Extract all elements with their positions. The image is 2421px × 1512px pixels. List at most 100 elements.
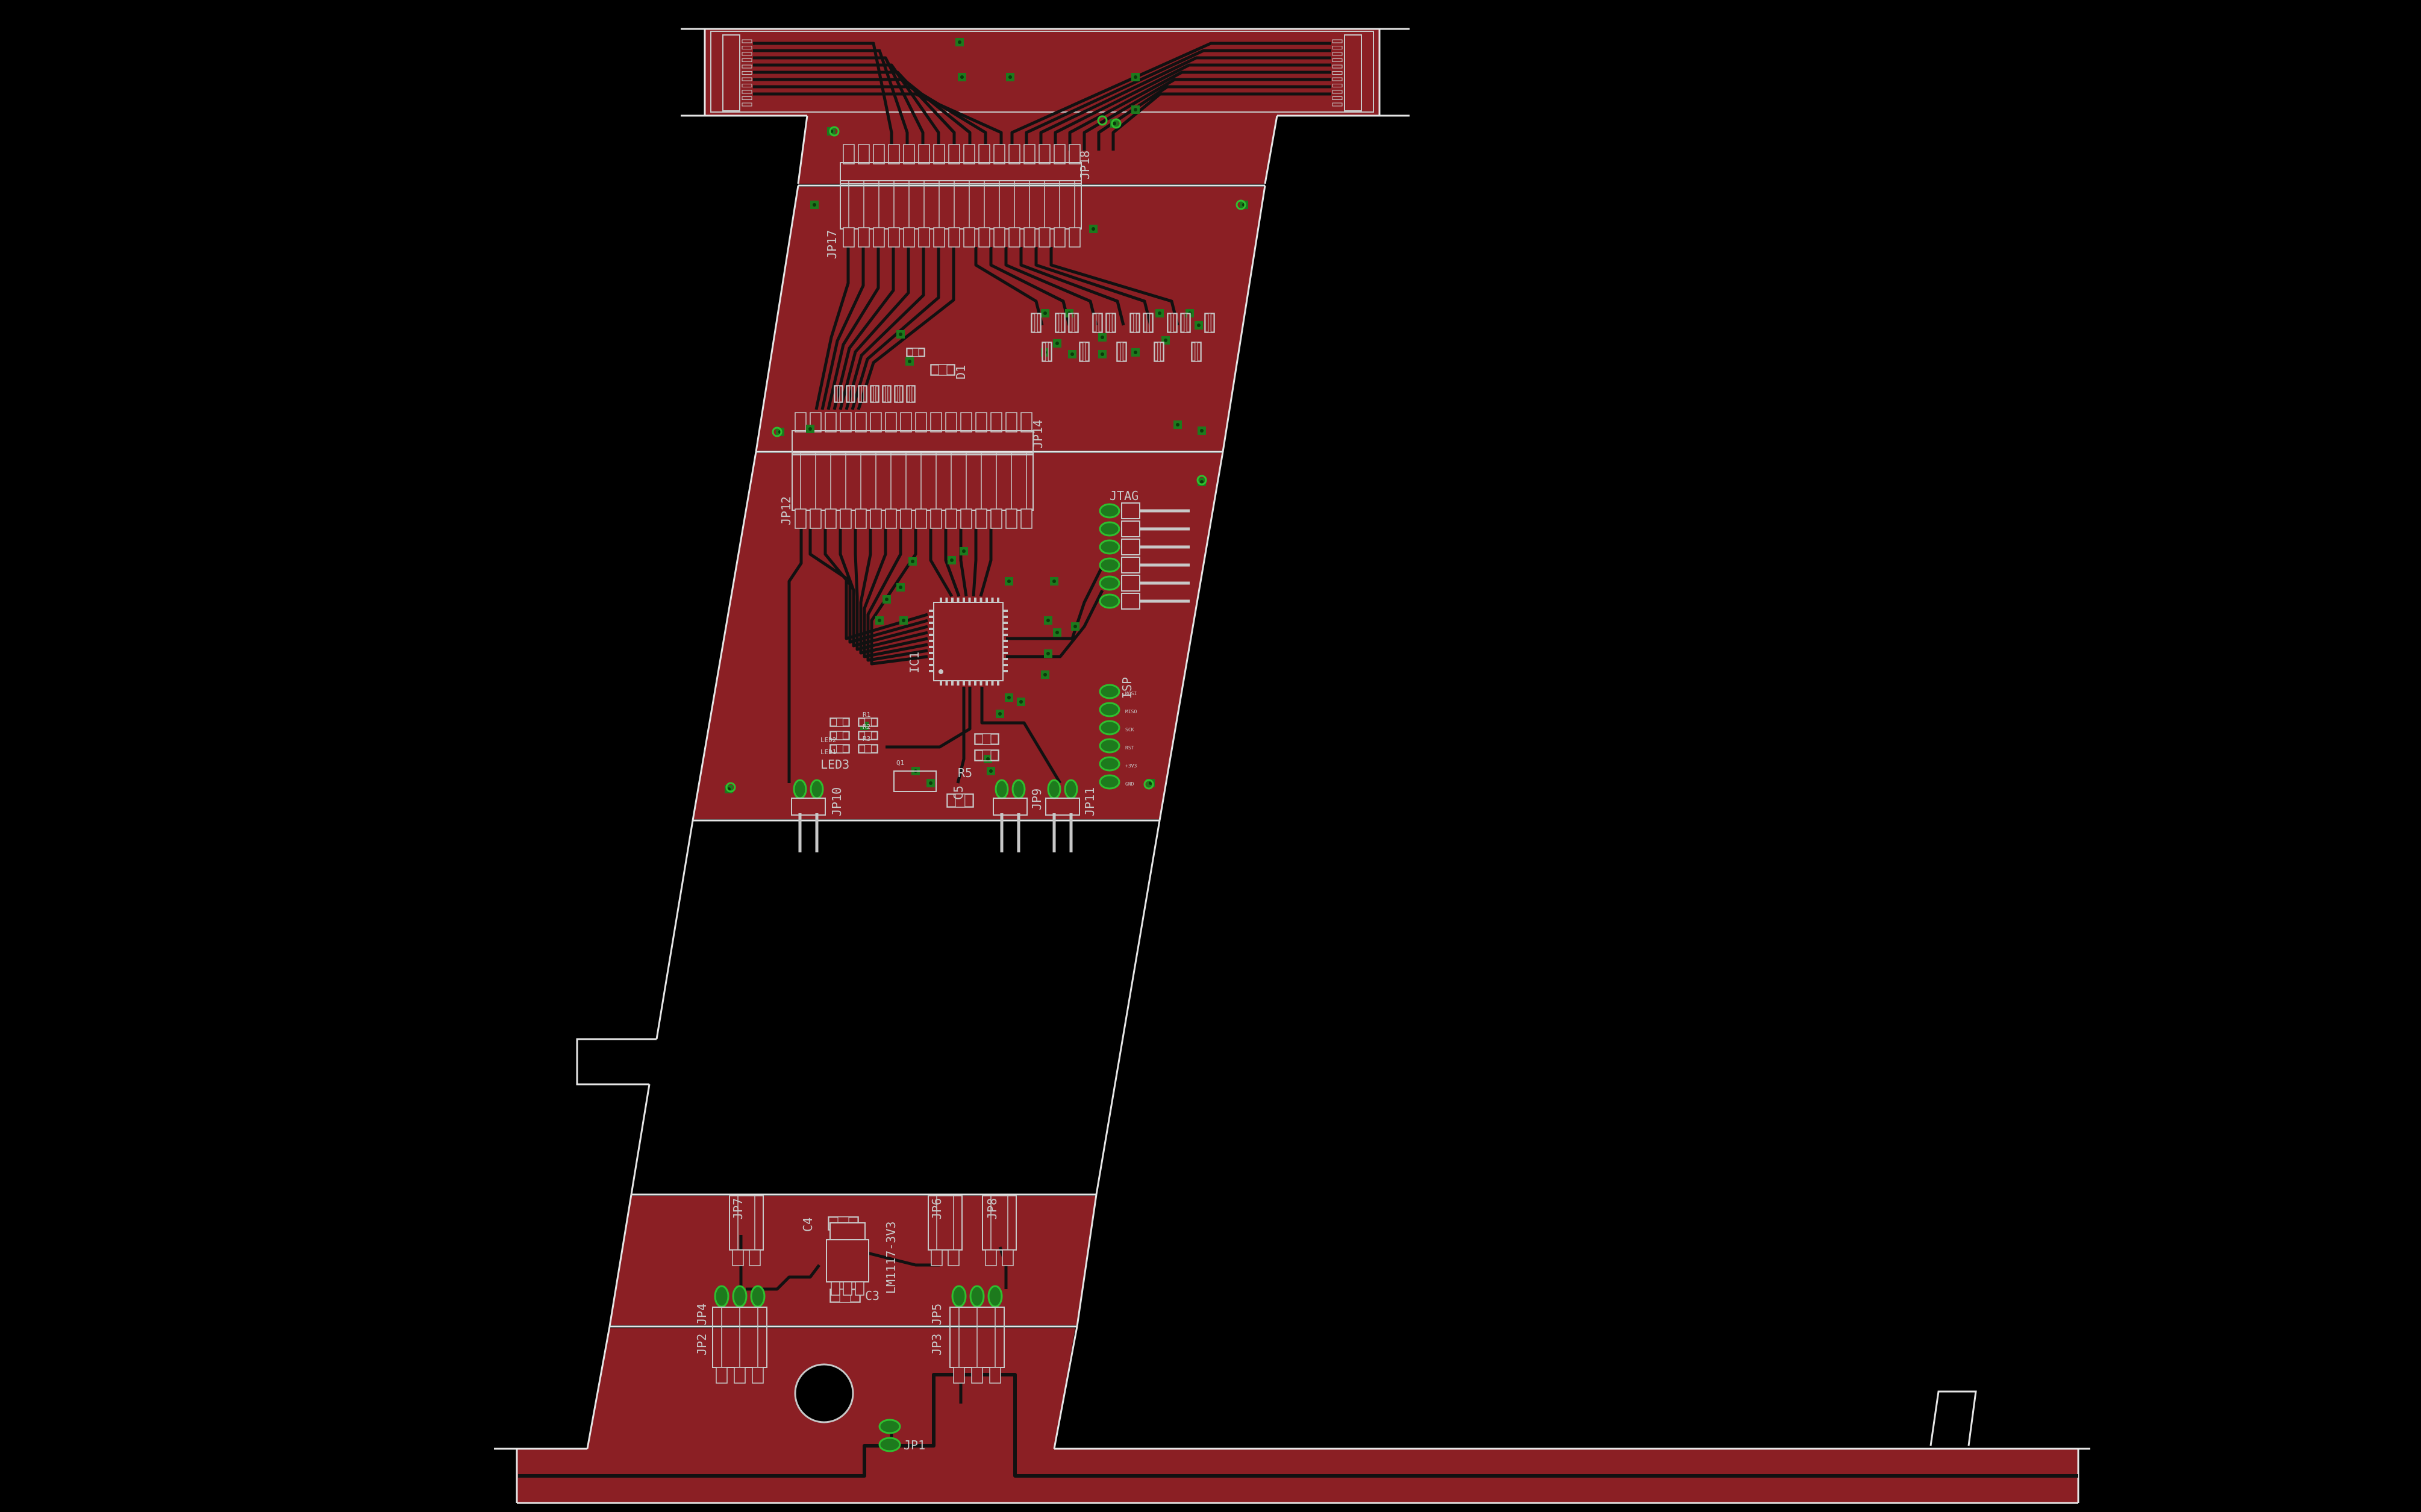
label-jp10: JP10: [829, 787, 844, 816]
header-pad: [933, 227, 945, 248]
smd-pad: [907, 348, 913, 357]
label-isp: ISP: [1120, 677, 1134, 699]
label-r2: R2: [863, 723, 870, 731]
ic1-pin: [929, 622, 934, 624]
via-hole: [929, 781, 932, 785]
ic1-pin: [991, 681, 994, 686]
outline-line: [1264, 115, 1278, 184]
smd-pad: [870, 386, 874, 402]
outline-line: [755, 185, 799, 452]
ic1-pin: [1003, 610, 1008, 612]
via-hole: [1197, 323, 1201, 327]
regulator-pad: [843, 1281, 852, 1296]
smd-pad: [1149, 313, 1153, 333]
headers: [712, 144, 1190, 1452]
smd-pad: [870, 718, 878, 726]
smd-outline: [1105, 313, 1116, 333]
smd-pad: [1042, 342, 1046, 361]
header-pad: [990, 412, 1002, 433]
smd-pad: [1037, 313, 1041, 333]
isp-pad: [1099, 774, 1120, 790]
ic1-pin: [957, 681, 960, 686]
label-c3: C3: [865, 1289, 879, 1303]
header-pad: [840, 508, 852, 529]
smd-pad: [1079, 342, 1084, 361]
outline-line: [1076, 1194, 1098, 1327]
ffc-pad: [742, 71, 752, 75]
header-pad: [930, 508, 942, 529]
ic1-pin: [997, 681, 999, 686]
header-pad: [953, 1367, 965, 1384]
smd-outline: [1079, 342, 1090, 362]
header-body: [792, 452, 1034, 511]
header-pad: [1002, 1249, 1014, 1266]
via-hole: [813, 203, 816, 207]
label-led1: LED1: [820, 748, 837, 756]
smd-pad: [870, 731, 878, 740]
smd-outline: [1042, 342, 1052, 362]
smd-outline: [882, 385, 892, 403]
silkscreen-labels: JP18 JP17 JP14 JP12 JTAG IC1 LED3 LED2 L…: [695, 151, 1139, 1452]
smd-pad: [1055, 313, 1060, 333]
vias: [725, 38, 1248, 793]
trace: [1025, 49, 1331, 151]
smd-pad: [1074, 313, 1078, 333]
trace: [944, 529, 961, 597]
label-jp2: JP2: [695, 1334, 709, 1355]
header-pad: [978, 227, 990, 248]
smd-pad: [918, 348, 925, 357]
mount-via: [1111, 118, 1122, 129]
isp-pin-label: MISO: [1125, 709, 1137, 714]
header-body: [982, 1195, 1017, 1251]
isp-pad: [1099, 720, 1120, 736]
power-trace: [746, 1264, 820, 1291]
header-pad: [1005, 508, 1017, 529]
header-pad: [888, 144, 900, 164]
ic1-pin: [979, 681, 982, 686]
trace: [1006, 589, 1104, 658]
ffc-pads: [742, 39, 1343, 107]
trace: [980, 687, 1062, 784]
trace: [854, 529, 928, 651]
trace: [839, 529, 928, 648]
ffc-pad: [1332, 77, 1343, 81]
smd-pad: [907, 386, 910, 402]
isp-pad: [1099, 738, 1120, 754]
label-jp18: JP18: [1078, 151, 1092, 180]
ffc-pad: [1332, 52, 1343, 56]
label-led2: LED2: [820, 736, 837, 744]
label-led3: LED3: [820, 757, 849, 772]
mount-via: [829, 126, 840, 137]
jtag-pad: [1099, 521, 1120, 537]
smd-pad: [1210, 313, 1214, 333]
via-hole: [1092, 227, 1095, 231]
smd-pad: [863, 386, 867, 402]
ic1-pin: [1003, 616, 1008, 618]
outline-line: [1929, 1390, 1977, 1446]
smd-outline: [858, 717, 878, 727]
via-hole: [958, 40, 961, 44]
smd-outline: [1167, 313, 1178, 333]
label-jp6: JP6: [929, 1198, 944, 1220]
pin-pad: [1064, 779, 1078, 799]
ic1-pin: [1003, 670, 1008, 672]
header-pad: [885, 412, 897, 433]
ffc-connector: [710, 31, 1374, 113]
via-hole: [1101, 352, 1104, 356]
trace: [859, 529, 928, 655]
ffc-right-traces: [1010, 42, 1331, 151]
trace: [820, 247, 865, 410]
smd-pad: [1186, 313, 1190, 333]
label-r1: R1: [863, 711, 870, 719]
via-hole: [1046, 652, 1050, 655]
header-pad: [985, 1249, 997, 1266]
smd-pad: [1192, 342, 1196, 361]
regulator-u1: [826, 1222, 869, 1296]
smd-pad: [846, 386, 850, 402]
smd-pad: [887, 386, 891, 402]
trace: [959, 529, 968, 597]
ffc-pad: [742, 52, 752, 56]
label-r5: R5: [958, 766, 972, 780]
label-jp4: JP4: [695, 1304, 709, 1325]
via-hole: [1008, 75, 1012, 79]
